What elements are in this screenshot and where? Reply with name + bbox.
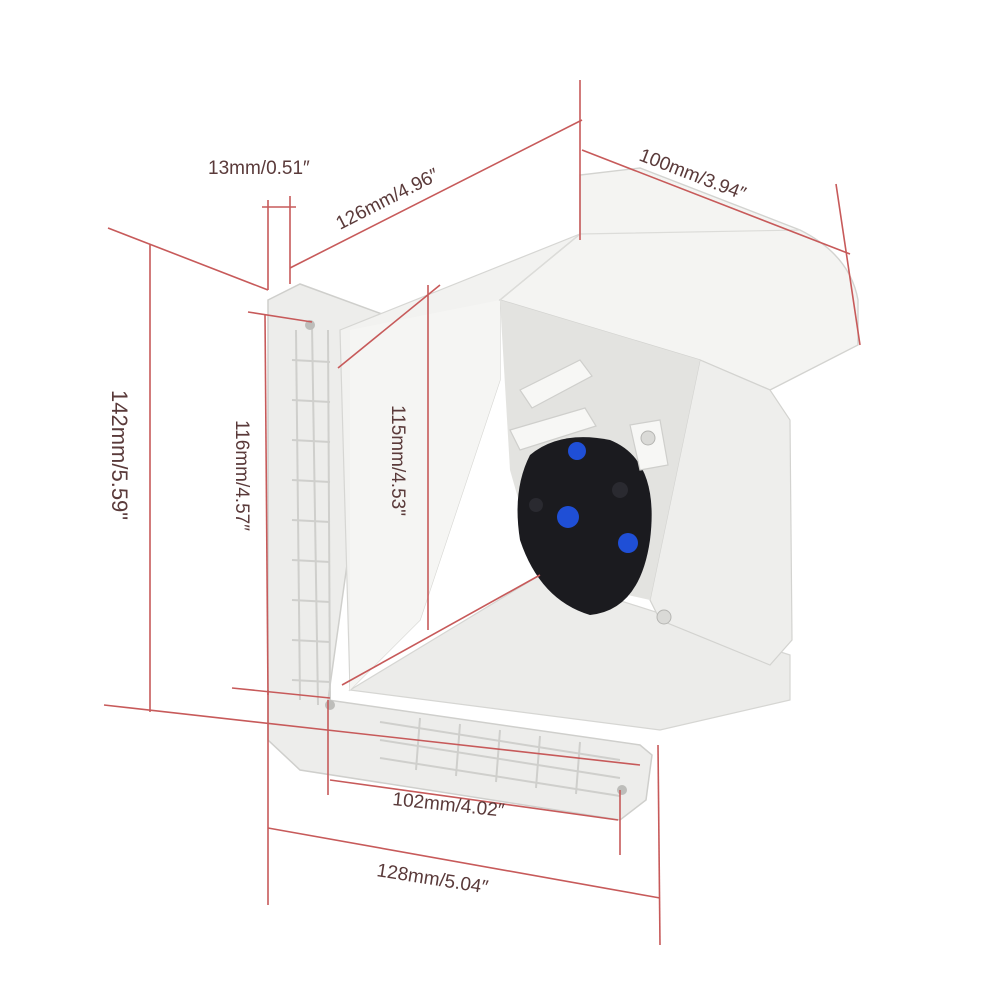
pipe-fittings [509,359,669,471]
socket-body [517,437,652,615]
label-overall-height: 142mm/5.59" [107,390,132,520]
top-hood [498,167,859,391]
label-flange-height: 116mm/4.57″ [231,420,252,531]
label-bottom-overall: 128mm/5.04″ [375,860,490,898]
label-body-height: 115mm/4.53" [387,405,408,516]
connector-3 [618,533,638,553]
label-top-thickness: 13mm/0.51″ [208,158,310,179]
box-right-wall [649,359,793,666]
flange-ribs-left [291,324,331,706]
screw-hole-top [305,320,315,330]
connector-4 [529,498,543,512]
dimension-lines [103,80,861,946]
screw-hole-bottom [325,700,335,710]
connector-5 [612,482,628,498]
screw-hole-right [617,785,627,795]
box-lower-face [348,574,791,731]
bolt-top-icon [640,430,656,446]
bolt-bottom-icon [656,609,672,625]
connector-2 [557,506,579,528]
connector-1 [568,442,586,460]
flange-ribs-bottom [379,717,621,797]
socket-box-illustration [267,167,859,821]
box-front-face [350,300,500,690]
